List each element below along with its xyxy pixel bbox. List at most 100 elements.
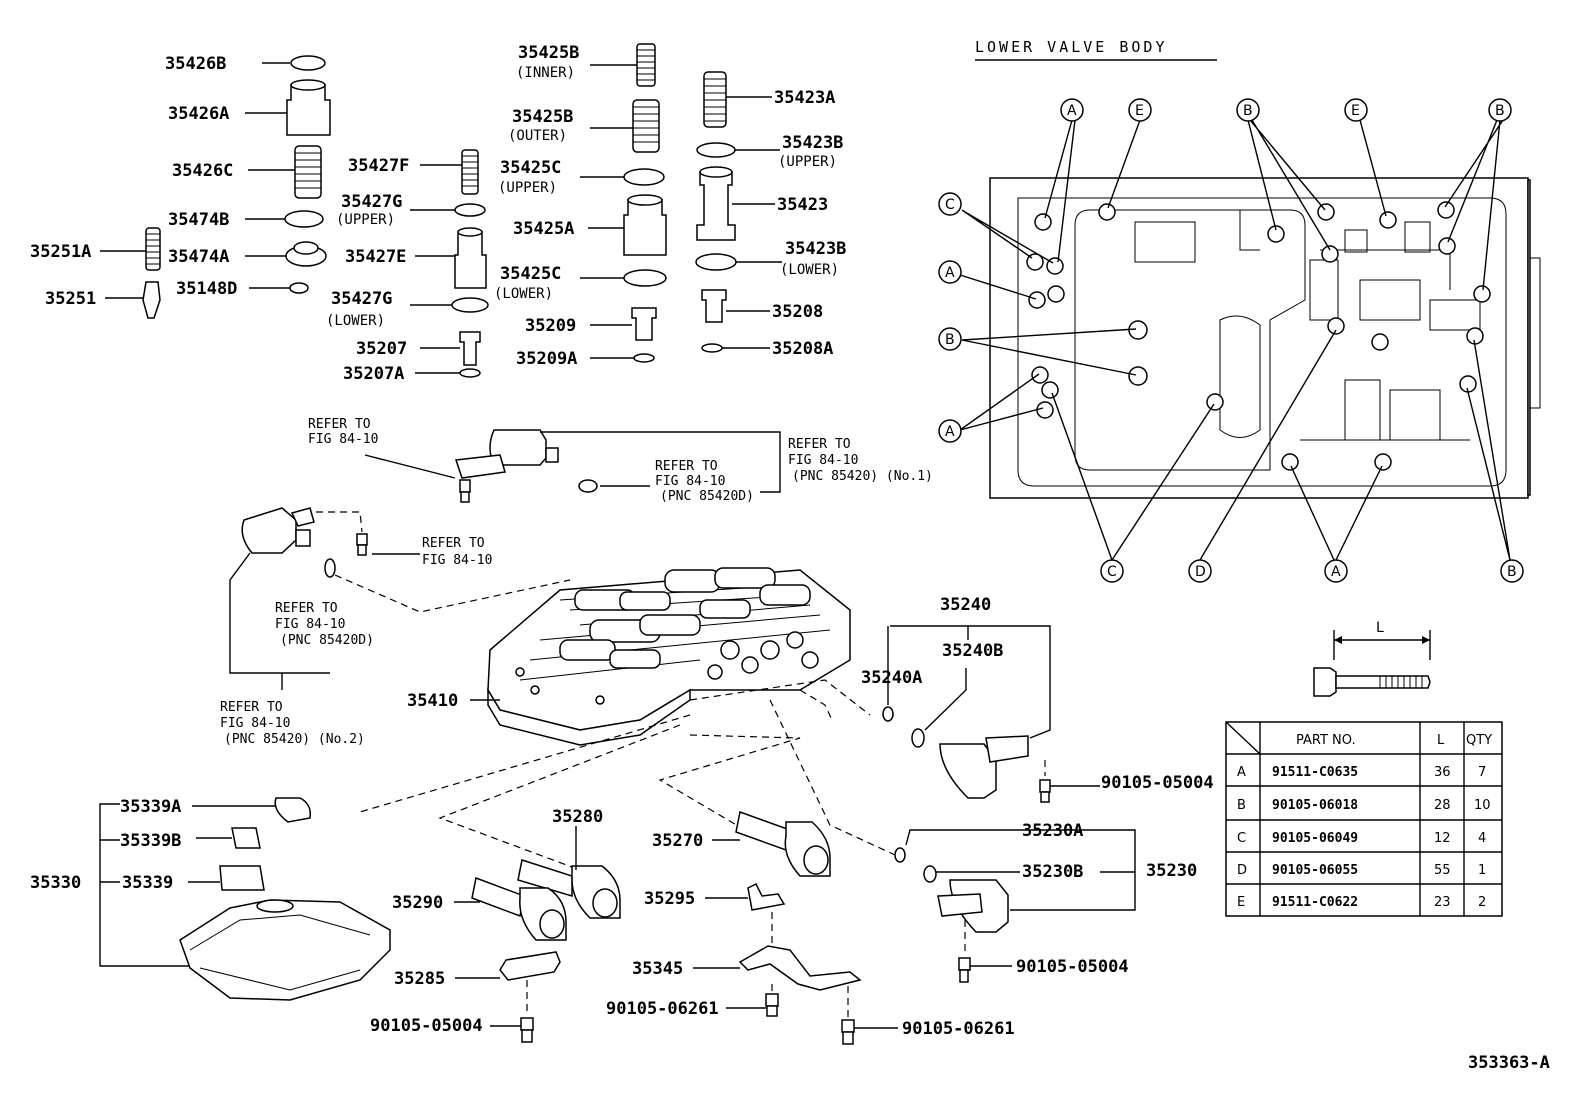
solenoid-35290: [454, 876, 567, 941]
table-cell-code: A: [1237, 765, 1246, 780]
o-ring-35230B: [923, 865, 937, 883]
table-cell-part-no: 91511-C0635: [1272, 765, 1358, 780]
refer-text: REFER TO: [422, 536, 485, 551]
part-group-35427: [410, 149, 489, 378]
o-ring-35426B: [290, 55, 326, 71]
label-35207A: 35207A: [343, 364, 404, 384]
label-35290: 35290: [392, 893, 443, 913]
callout-E: E: [1135, 103, 1144, 119]
label-bolt-90105-05004: 90105-05004: [370, 1016, 483, 1036]
plug-35208: [701, 289, 727, 323]
refer-text: REFER TO: [308, 417, 371, 432]
table-cell-part-no: 90105-06055: [1272, 863, 1358, 878]
refer-figure: FIG 84-10: [788, 453, 858, 468]
refer-pnc: (PNC 85420) (No.1): [792, 469, 933, 484]
clip-35207A: [459, 368, 481, 378]
label-35426C: 35426C: [172, 161, 233, 181]
table-cell-qty: 10: [1474, 798, 1491, 813]
plug-35209: [631, 307, 657, 341]
label-bolt-90105-06261: 90105-06261: [902, 1019, 1015, 1039]
label-35240B: 35240B: [942, 641, 1003, 661]
plug-35474A: [285, 241, 327, 267]
bracket-35295: [705, 882, 786, 944]
label-35230: 35230: [1146, 861, 1197, 881]
label-35425B-outer: 35425B: [512, 107, 573, 127]
table-cell-part-no: 90105-06018: [1272, 798, 1358, 813]
valve-spools: [559, 567, 811, 669]
table-cell-l: 55: [1434, 863, 1451, 878]
strainer-group-35330: [99, 797, 391, 1001]
label-35295: 35295: [644, 889, 695, 909]
sublabel-upper: (UPPER): [336, 212, 395, 228]
label-35251: 35251: [45, 289, 96, 309]
part-group-35423: [695, 71, 782, 353]
o-ring: [578, 479, 598, 493]
label-35251A: 35251A: [30, 242, 91, 262]
label-35208A: 35208A: [772, 339, 833, 359]
label-35230A: 35230A: [1022, 821, 1083, 841]
label-35425B-inner: 35425B: [518, 43, 579, 63]
refer-text: REFER TO: [275, 601, 338, 616]
refer-text: REFER TO: [788, 437, 851, 452]
bolt-dimension-drawing: [1313, 630, 1431, 697]
sublabel-outer: (OUTER): [508, 128, 567, 144]
refer-figure: FIG 84-10: [275, 617, 345, 632]
refer-pnc: (PNC 85420) (No.2): [224, 732, 365, 747]
callout-B: B: [945, 332, 955, 348]
table-cell-code: B: [1237, 798, 1246, 813]
o-ring-35425C-lower: [623, 269, 667, 287]
sublabel-inner: (INNER): [516, 65, 575, 81]
sublabel-lower: (LOWER): [780, 262, 839, 278]
label-35148D: 35148D: [176, 279, 237, 299]
table-cell-qty: 7: [1478, 765, 1486, 780]
o-ring-35427G-lower: [451, 297, 489, 313]
spring-35425B-inner: [636, 43, 656, 87]
washer-35148D: [289, 282, 309, 294]
refer-text: REFER TO: [655, 459, 718, 474]
table-cell-l: 28: [1434, 798, 1451, 813]
callout-A: A: [945, 424, 955, 440]
refer-pnc: (PNC 85420D): [280, 633, 374, 648]
table-header-l: L: [1437, 733, 1445, 748]
label-35427E: 35427E: [345, 247, 406, 267]
label-bolt-90105-06261: 90105-06261: [606, 999, 719, 1019]
plug-35426A: [286, 84, 331, 136]
refer-figure: FIG 84-10: [220, 716, 290, 731]
table-cell-code: D: [1237, 863, 1247, 878]
solenoid-35230: [894, 829, 1136, 983]
o-ring-35423B-lower: [695, 253, 737, 271]
callout-B: B: [1243, 103, 1253, 119]
table-cell-part-no: 90105-06049: [1272, 831, 1358, 846]
label-35207: 35207: [356, 339, 407, 359]
o-ring-35230A: [894, 847, 906, 863]
label-35423B-upper: 35423B: [782, 133, 843, 153]
table-rows: A 91511-C0635 36 7 B 90105-06018 28 10 C…: [1237, 765, 1491, 910]
callout-E: E: [1351, 103, 1360, 119]
gasket-35339A: [274, 797, 312, 823]
label-35240: 35240: [940, 595, 991, 615]
label-35474B: 35474B: [168, 210, 229, 230]
o-ring-35425C-upper: [623, 168, 665, 186]
label-35339B: 35339B: [120, 831, 181, 851]
callout-A: A: [1067, 103, 1077, 119]
o-ring-35474B: [284, 210, 324, 228]
callout-B: B: [1507, 564, 1517, 580]
label-35270: 35270: [652, 831, 703, 851]
solenoid-upper: [364, 429, 781, 503]
label-35345: 35345: [632, 959, 683, 979]
callout-B: B: [1495, 103, 1505, 119]
o-ring-35240B: [911, 728, 925, 748]
label-35423: 35423: [777, 195, 828, 215]
callout-A: A: [1331, 564, 1341, 580]
o-ring-35240A: [882, 706, 894, 722]
callout-A: A: [945, 265, 955, 281]
sleeve-35423: [696, 171, 736, 241]
label-35425A: 35425A: [513, 219, 574, 239]
sleeve-35427E: [454, 231, 487, 289]
table-header-qty: QTY: [1466, 733, 1492, 748]
label-35425C-lower: 35425C: [500, 264, 561, 284]
label-35427G-lower: 35427G: [331, 289, 392, 309]
label-35426A: 35426A: [168, 104, 229, 124]
label-35423B-lower: 35423B: [785, 239, 846, 259]
